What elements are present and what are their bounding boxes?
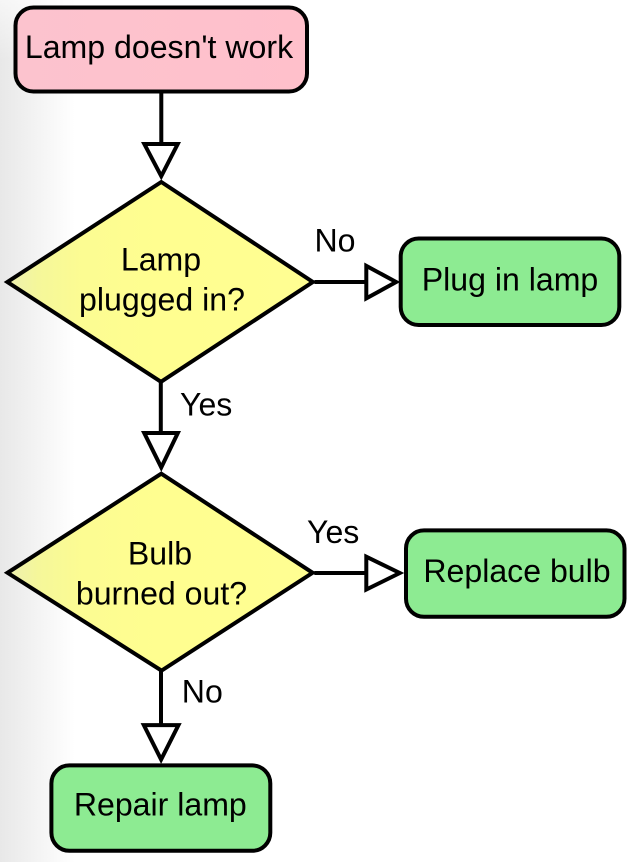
svg-text:No: No [315, 222, 356, 258]
svg-text:Yes: Yes [180, 386, 232, 422]
svg-text:plugged in?: plugged in? [79, 282, 245, 318]
svg-text:No: No [182, 674, 223, 710]
svg-text:Yes: Yes [307, 514, 359, 550]
svg-text:Plug in lamp: Plug in lamp [422, 261, 599, 297]
svg-text:Replace bulb: Replace bulb [423, 553, 610, 589]
svg-text:Repair lamp: Repair lamp [74, 787, 247, 823]
svg-text:Lamp doesn't work: Lamp doesn't work [25, 29, 294, 65]
svg-text:Bulb: Bulb [128, 536, 192, 572]
svg-text:Lamp: Lamp [121, 242, 201, 278]
svg-text:burned out?: burned out? [76, 576, 247, 612]
